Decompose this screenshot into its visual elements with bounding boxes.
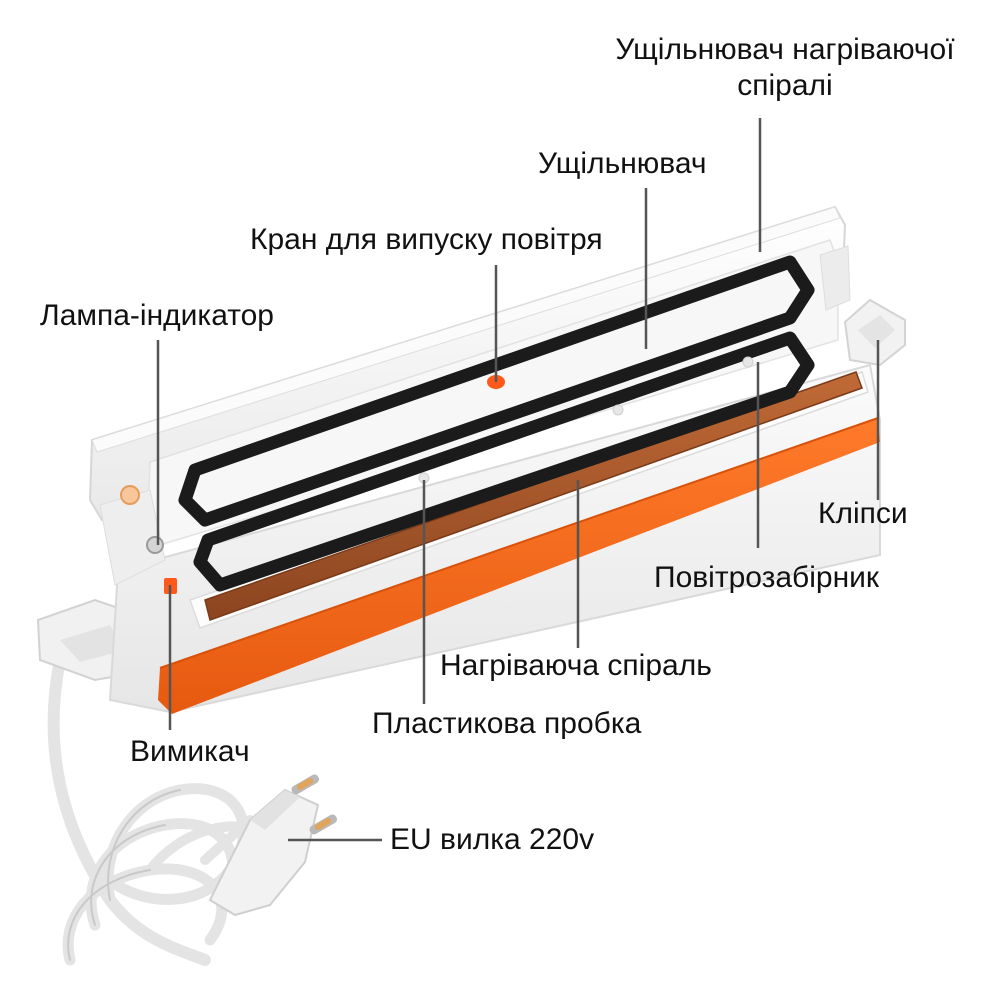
label-switch: Вимикач [130,735,250,768]
label-air-intake: Повітрозабірник [654,561,880,594]
label-air-release-valve: Кран для випуску повітря [250,223,603,256]
upper-gasket [178,255,815,527]
label-heating-coil: Нагріваюча спіраль [440,649,712,682]
indicator-lamp [120,485,164,554]
label-heating-coil-sealer-line2: спіралі [737,69,833,102]
label-sealer: Ущільнювач [538,147,707,180]
lower-gasket [193,331,815,592]
label-indicator-lamp: Лампа-індикатор [40,299,274,332]
leader-lines [156,118,880,842]
label-heating-coil-sealer-line1: Ущільнювач нагріваючої [615,33,955,66]
right-clip [843,298,906,367]
label-heating-coil-sealer: Ущільнювач нагріваючої спіралі [600,32,970,104]
label-clips: Кліпси [818,497,908,530]
eu-plug [208,774,338,917]
label-plastic-plug: Пластикова пробка [372,707,642,740]
label-eu-plug: EU вилка 220v [390,823,595,856]
